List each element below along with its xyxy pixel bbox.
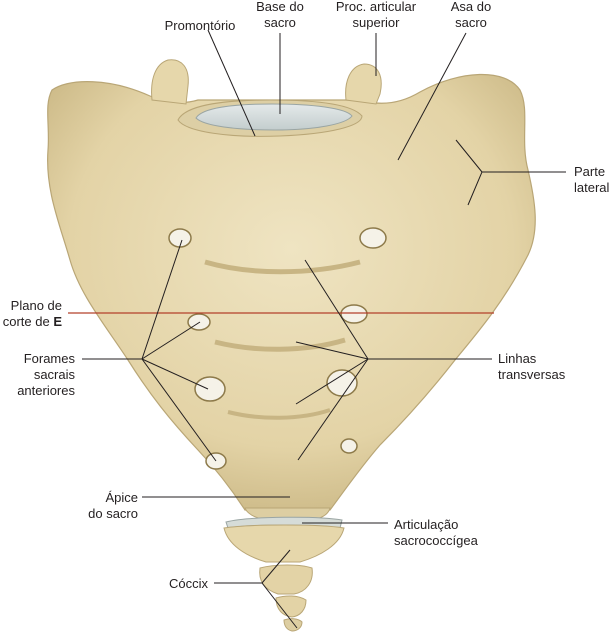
label-foram-line-1: Forames <box>23 351 75 366</box>
transverse-ridge-3 <box>227 408 331 420</box>
label-linhas-transversas: Linhas transversas <box>498 351 598 383</box>
foramen-right-2 <box>340 304 368 324</box>
label-linhas-line-2: transversas <box>498 367 566 382</box>
label-base-line-1: Base do <box>256 0 304 14</box>
sacrum-body <box>47 73 536 511</box>
coccyx-segment-3 <box>275 595 307 618</box>
right-superior-articular-process <box>345 63 382 105</box>
label-foram-line-3: anteriores <box>17 383 75 398</box>
label-plano-letter: E <box>53 314 62 329</box>
transverse-ridge-2 <box>214 337 346 352</box>
label-linhas-line-1: Linhas <box>498 351 537 366</box>
label-asa-line-1: Asa do <box>450 0 492 14</box>
label-forames-sacrais-anteriores: Forames sacrais anteriores <box>0 351 75 399</box>
label-plano-text: corte de <box>2 314 50 329</box>
foramen-right-4 <box>340 438 358 454</box>
label-base-line-2: sacro <box>264 15 296 30</box>
coccyx-segment-4 <box>283 618 303 632</box>
label-artic-line-2: sacrococcígea <box>394 533 478 548</box>
sacral-base-disc <box>195 103 353 131</box>
leader-lines <box>82 29 566 629</box>
label-proc-line-2: superior <box>352 15 400 30</box>
label-parte-line-1: Parte <box>574 164 606 179</box>
coccyx-segment-1 <box>223 524 345 563</box>
foramen-left-1 <box>168 228 192 248</box>
label-artic-line-1: Articulação <box>394 517 459 532</box>
foramen-left-3 <box>194 376 226 402</box>
label-coccix: Cóccix <box>168 576 208 591</box>
label-apice-do-sacro: Ápice do sacro <box>60 490 138 522</box>
label-proc-articular-superior: Proc. articular superior <box>318 0 434 31</box>
label-parte-line-2: lateral <box>574 180 610 195</box>
label-plano-de-corte: Plano de corte de E <box>0 298 62 330</box>
label-asa-do-sacro: Asa do sacro <box>436 0 506 31</box>
label-foram-line-2: sacrais <box>33 367 75 382</box>
label-plano-line-2: corte de E <box>0 314 62 330</box>
label-articulacao-sacrococcigea: Articulação sacrococcígea <box>394 517 504 549</box>
foramen-right-3 <box>326 369 358 397</box>
label-plano-line-1: Plano de <box>10 298 62 313</box>
label-asa-line-2: sacro <box>455 15 487 30</box>
label-proc-line-1: Proc. articular <box>335 0 417 14</box>
label-apice-line-1: Ápice <box>105 490 138 505</box>
label-apice-line-2: do sacro <box>88 506 138 521</box>
left-superior-articular-process <box>151 59 189 105</box>
foramen-right-1 <box>359 227 387 249</box>
transverse-ridge-1 <box>204 259 361 275</box>
label-promontorio: Promontório <box>164 18 236 33</box>
label-parte-lateral: Parte lateral <box>574 164 613 196</box>
label-base-do-sacro: Base do sacro <box>240 0 320 31</box>
